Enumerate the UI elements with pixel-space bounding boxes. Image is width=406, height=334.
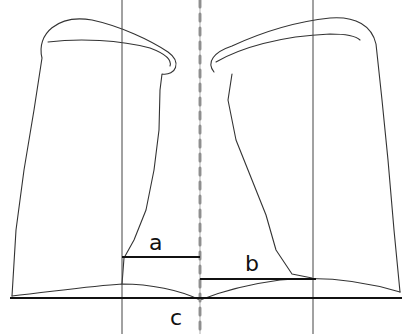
reference-line (313, 0, 314, 334)
midline-core (200, 0, 201, 334)
measure-label: a (147, 232, 164, 254)
measure-label: c (168, 307, 184, 329)
measure-b (200, 278, 316, 280)
measure-a (122, 256, 200, 258)
right-lung (211, 18, 400, 292)
reference-line (122, 0, 123, 334)
left-clavicle (48, 40, 170, 66)
measure-c (10, 297, 402, 299)
diaphragm (12, 279, 400, 301)
measure-label: b (243, 253, 261, 275)
midline (199, 0, 202, 334)
left-lung (12, 19, 176, 296)
right-clavicle (216, 34, 360, 62)
